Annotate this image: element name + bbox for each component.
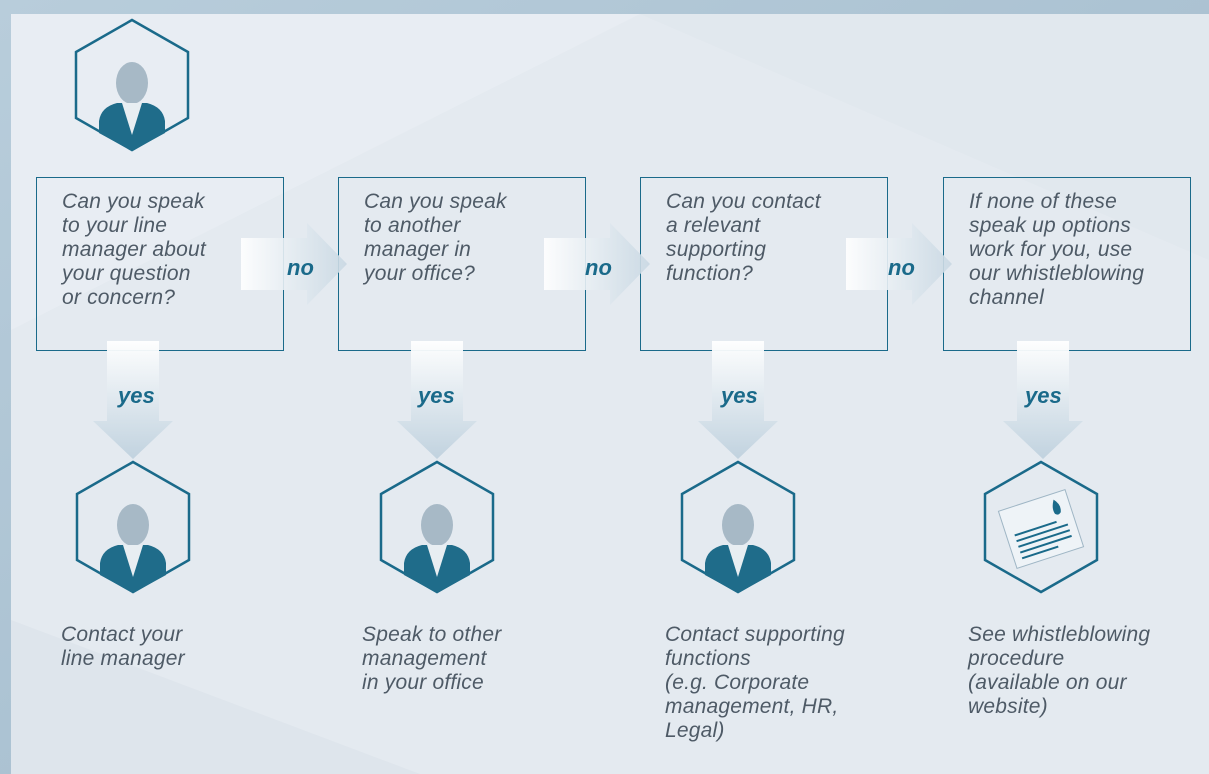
outcome-line: Contact supporting xyxy=(665,623,845,646)
question-text: to another xyxy=(364,214,461,237)
question-box-line-manager: Can you speak to your line manager about… xyxy=(36,177,284,351)
question-text: to your line xyxy=(62,214,168,237)
no-label: no xyxy=(585,255,612,280)
document-icon xyxy=(983,460,1099,594)
person-icon xyxy=(379,460,495,594)
no-label: no xyxy=(287,255,314,280)
question-text: function? xyxy=(666,262,754,285)
question-text: supporting xyxy=(666,238,767,261)
outcome-line: Legal) xyxy=(665,719,725,742)
outcome-line: (e.g. Corporate xyxy=(665,671,810,694)
question-text: Can you contact xyxy=(666,190,821,213)
yes-arrow xyxy=(397,341,477,459)
question-text: If none of these xyxy=(969,190,1117,213)
question-text: manager about xyxy=(62,238,206,261)
outcome-line: functions xyxy=(665,647,751,670)
question-text: or concern? xyxy=(62,286,176,309)
yes-label: yes xyxy=(721,383,758,408)
yes-label: yes xyxy=(118,383,155,408)
question-text: our whistleblowing xyxy=(969,262,1145,285)
person-icon xyxy=(680,460,796,594)
outcome-text-whistleblowing: See whistleblowing procedure (available … xyxy=(968,623,1188,719)
no-label: no xyxy=(888,255,915,280)
outcome-text-supporting-functions: Contact supporting functions (e.g. Corpo… xyxy=(665,623,885,743)
question-text: channel xyxy=(969,286,1044,309)
outcome-line: Contact your xyxy=(61,623,183,646)
person-icon xyxy=(75,460,191,594)
outcome-line: See whistleblowing xyxy=(968,623,1151,646)
outcome-line: website) xyxy=(968,695,1048,718)
yes-arrow xyxy=(93,341,173,459)
no-arrow xyxy=(846,223,952,305)
question-text: work for you, use xyxy=(969,238,1133,261)
outcome-line: procedure xyxy=(968,647,1065,670)
question-text: Can you speak xyxy=(364,190,507,213)
question-text: your question xyxy=(62,262,191,285)
yes-arrow xyxy=(698,341,778,459)
question-text: speak up options xyxy=(969,214,1131,237)
no-arrow xyxy=(544,223,650,305)
yes-label: yes xyxy=(418,383,455,408)
outcome-text-other-management: Speak to other management in your office xyxy=(362,623,582,695)
question-text: Can you speak xyxy=(62,190,205,213)
question-text: a relevant xyxy=(666,214,761,237)
question-box-whistleblowing: If none of these speak up options work f… xyxy=(943,177,1191,351)
outcome-line: (available on our xyxy=(968,671,1127,694)
no-arrow xyxy=(241,223,347,305)
yes-arrow xyxy=(1003,341,1083,459)
question-text: manager in xyxy=(364,238,472,261)
outcome-line: Speak to other xyxy=(362,623,502,646)
outcome-line: management, HR, xyxy=(665,695,839,718)
outcome-line: line manager xyxy=(61,647,185,670)
outcome-text-line-manager: Contact your line manager xyxy=(61,623,281,671)
yes-label: yes xyxy=(1025,383,1062,408)
outcome-line: in your office xyxy=(362,671,484,694)
question-text: your office? xyxy=(364,262,475,285)
person-icon xyxy=(74,18,190,152)
outcome-line: management xyxy=(362,647,487,670)
